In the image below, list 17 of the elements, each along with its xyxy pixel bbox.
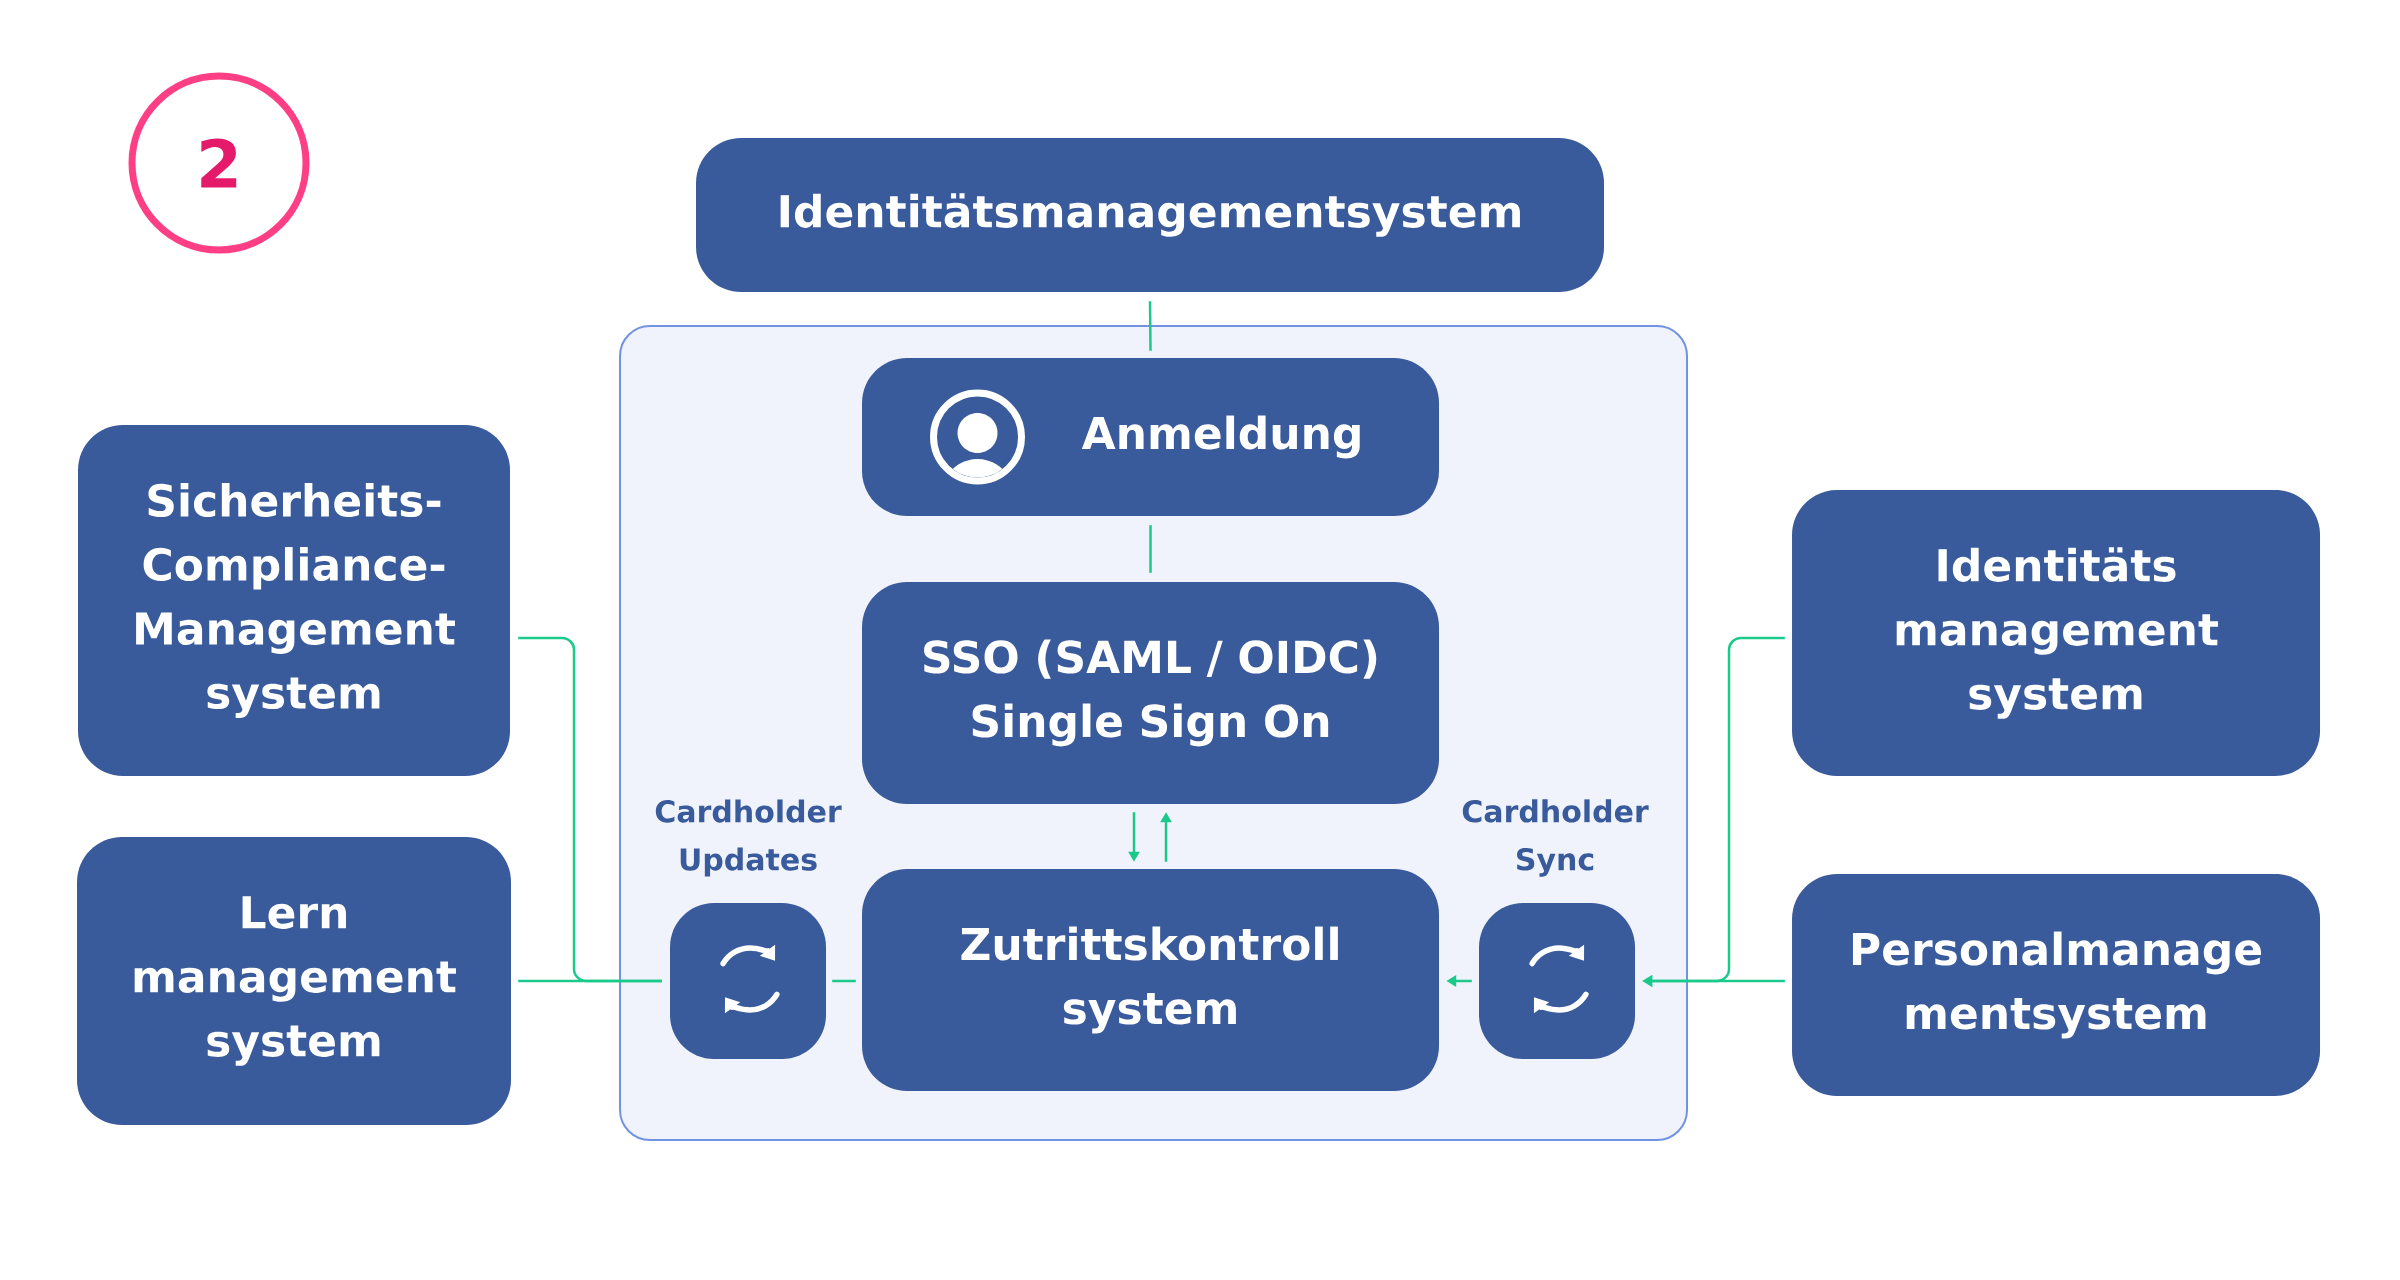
sync-icon bbox=[670, 903, 826, 1059]
icon-caption: Cardholder Updates bbox=[655, 799, 842, 877]
connector-line bbox=[1149, 525, 1152, 573]
step-number-badge: 2 bbox=[128, 72, 310, 254]
connector-line bbox=[518, 979, 662, 983]
system-box: Identitäts management system bbox=[1792, 490, 2321, 776]
connector-line bbox=[832, 979, 856, 983]
connector-line bbox=[1148, 301, 1152, 351]
sync-icon bbox=[1479, 903, 1635, 1059]
system-box: Identitätsmanagementsystem bbox=[696, 138, 1604, 292]
system-box: Zutrittskontroll system bbox=[862, 869, 1439, 1091]
system-box: Anmeldung bbox=[862, 358, 1439, 516]
system-box: Lern management system bbox=[77, 837, 511, 1125]
system-box: Sicherheits- Compliance- Management system bbox=[78, 425, 510, 776]
icon-caption: Cardholder Sync bbox=[1462, 799, 1649, 877]
system-box: SSO (SAML / OIDC) Single Sign On bbox=[862, 582, 1439, 804]
system-box: Personalmanage mentsystem bbox=[1792, 874, 2321, 1096]
